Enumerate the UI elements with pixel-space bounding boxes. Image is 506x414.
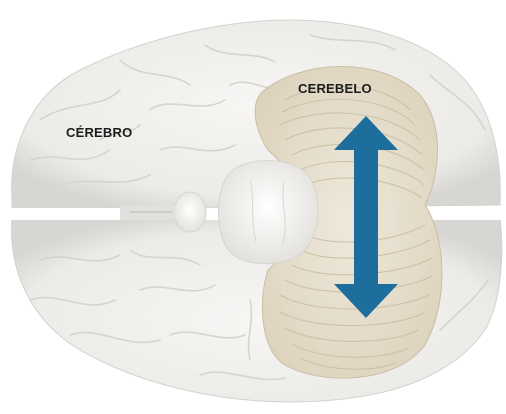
cerebrum-label: CÉREBRO	[66, 126, 132, 139]
cerebellum-label: CEREBELO	[298, 82, 372, 95]
